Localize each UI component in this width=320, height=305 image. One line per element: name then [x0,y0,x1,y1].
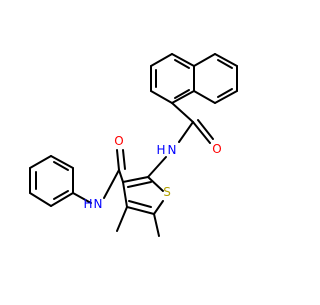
bond [29,192,52,207]
bond [50,155,74,169]
bond [122,176,149,183]
nitrogen-label-top: N [168,143,177,157]
hydrogen-label-left: H [83,197,92,211]
oxygen-label-top: O [212,142,221,156]
hydrogen-label-top: H [156,143,165,157]
bond [53,161,69,171]
bond [193,90,216,104]
sulfur-label: S [163,185,171,199]
bond [116,149,120,171]
bond [126,206,155,215]
bond [171,102,194,123]
bond [147,176,164,192]
bond [128,200,152,208]
bond [214,90,238,104]
bond [150,90,173,104]
bond [171,53,195,67]
bond [178,121,194,143]
bond [116,206,128,232]
bond [50,192,74,207]
bond [122,181,128,208]
bond [150,53,173,67]
bond [174,89,190,99]
bond [217,88,233,98]
bond [103,169,120,199]
molecule-canvas: O N H S O N H [29,53,238,237]
bond [127,181,152,188]
bond [118,169,124,183]
atom-label-layer: O N H S O N H [83,134,221,211]
bond [153,213,160,237]
bond [217,59,233,69]
structure-diagram: O N H S O N H [29,53,238,237]
bond [193,53,216,67]
nitrogen-label-left: N [94,197,103,211]
bond [197,119,214,140]
bond [147,156,167,178]
bond [153,200,164,215]
bond [171,90,195,104]
bond-layer [29,53,238,237]
bond [72,192,92,204]
oxygen-label-left: O [114,134,123,148]
bond [192,121,211,144]
bond [122,149,126,170]
bond [29,155,52,169]
bond [174,59,190,69]
bond [214,53,238,67]
bond [53,190,69,200]
